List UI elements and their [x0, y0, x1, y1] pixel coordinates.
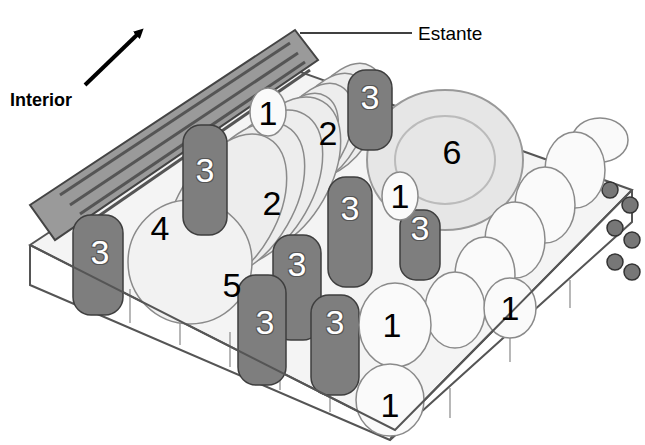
- cutlery-shelf: [30, 30, 318, 240]
- callout-number: 5: [223, 268, 242, 302]
- part-label: Estante: [418, 24, 482, 43]
- callout-number: 2: [319, 116, 338, 150]
- callout-number: 3: [196, 153, 215, 187]
- callout-number: 1: [259, 96, 278, 130]
- callout-number: 6: [443, 135, 462, 169]
- rack-basket: [30, 70, 632, 440]
- callout-number: 3: [256, 305, 275, 339]
- callout-number: 4: [151, 211, 170, 245]
- callout-number: 3: [326, 305, 345, 339]
- glasses: [73, 70, 440, 395]
- callout-number: 3: [341, 191, 360, 225]
- leader-line: [300, 32, 412, 34]
- callout-number: 3: [361, 80, 380, 114]
- callout-number: 1: [391, 179, 410, 213]
- direction-arrow: [85, 32, 140, 85]
- callout-number: 1: [381, 388, 400, 422]
- callout-number: 3: [411, 211, 430, 245]
- callout-number: 1: [383, 308, 402, 342]
- direction-label: Interior: [10, 91, 72, 109]
- callout-number: 2: [263, 186, 282, 220]
- rack-front-rim: [30, 190, 632, 430]
- callout-number: 3: [288, 247, 307, 281]
- rack-wheels: [602, 182, 640, 280]
- cups: [250, 88, 628, 436]
- callout-number: 3: [91, 235, 110, 269]
- callout-number: 1: [501, 291, 520, 325]
